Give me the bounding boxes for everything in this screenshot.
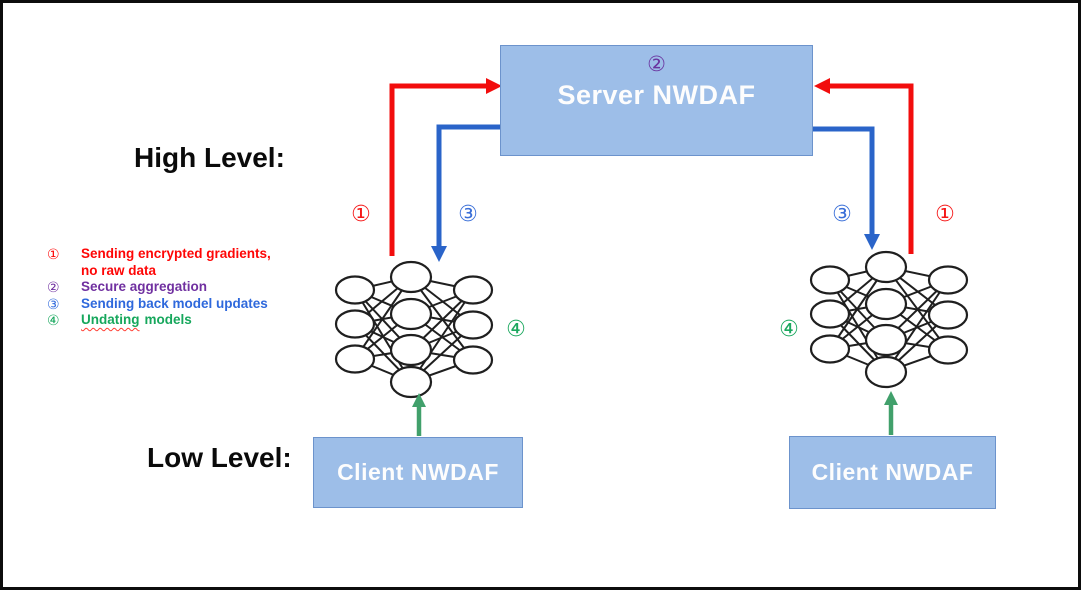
legend-marker-1: ① [47,246,60,262]
legend-item-secure-aggregation: ② Secure aggregation [47,279,337,296]
arrow-right-download-blue [813,126,880,250]
legend-text-2: Secure aggregation [81,279,208,294]
arrow-right-update-green [884,391,898,435]
legend-marker-2: ② [47,279,60,295]
arrow-right-upload-red [814,78,914,254]
legend-text-3: Sending back model updates [81,295,268,311]
client-nwdaf-box-left: Client NWDAF [313,437,523,508]
legend-text-1: Sending encrypted gradients, no raw data [81,246,271,278]
server-step-marker: ② [647,53,666,76]
server-nwdaf-box: ② Server NWDAF [500,45,813,156]
neural-network-right [809,250,969,389]
low-level-label: Low Level: [147,442,292,473]
step-marker-left-update: ④ [506,316,526,341]
legend-item-model-updates: ③ Sending back model updates [47,296,337,313]
step-marker-right-download: ③ [832,201,852,226]
legend-marker-4: ④ [47,312,60,328]
misspelled-word: Undating [81,312,140,327]
client-nwdaf-title-left: Client NWDAF [337,459,499,485]
legend: ① Sending encrypted gradients, no raw da… [47,246,337,329]
server-nwdaf-title: Server NWDAF [557,80,756,110]
step-marker-left-upload: ① [351,201,371,226]
legend-item-encrypted-gradients: ① Sending encrypted gradients, no raw da… [47,246,337,279]
step-marker-right-update: ④ [779,316,799,341]
client-nwdaf-box-right: Client NWDAF [789,436,996,509]
step-marker-right-upload: ① [935,201,955,226]
high-level-label: High Level: [134,142,285,173]
step-marker-left-download: ③ [458,201,478,226]
legend-marker-3: ③ [47,295,60,312]
neural-network-left [334,260,494,399]
arrow-left-download-blue [431,124,500,262]
arrow-left-update-green [412,393,426,436]
client-nwdaf-title-right: Client NWDAF [811,459,974,485]
arrow-left-upload-red [389,78,502,256]
